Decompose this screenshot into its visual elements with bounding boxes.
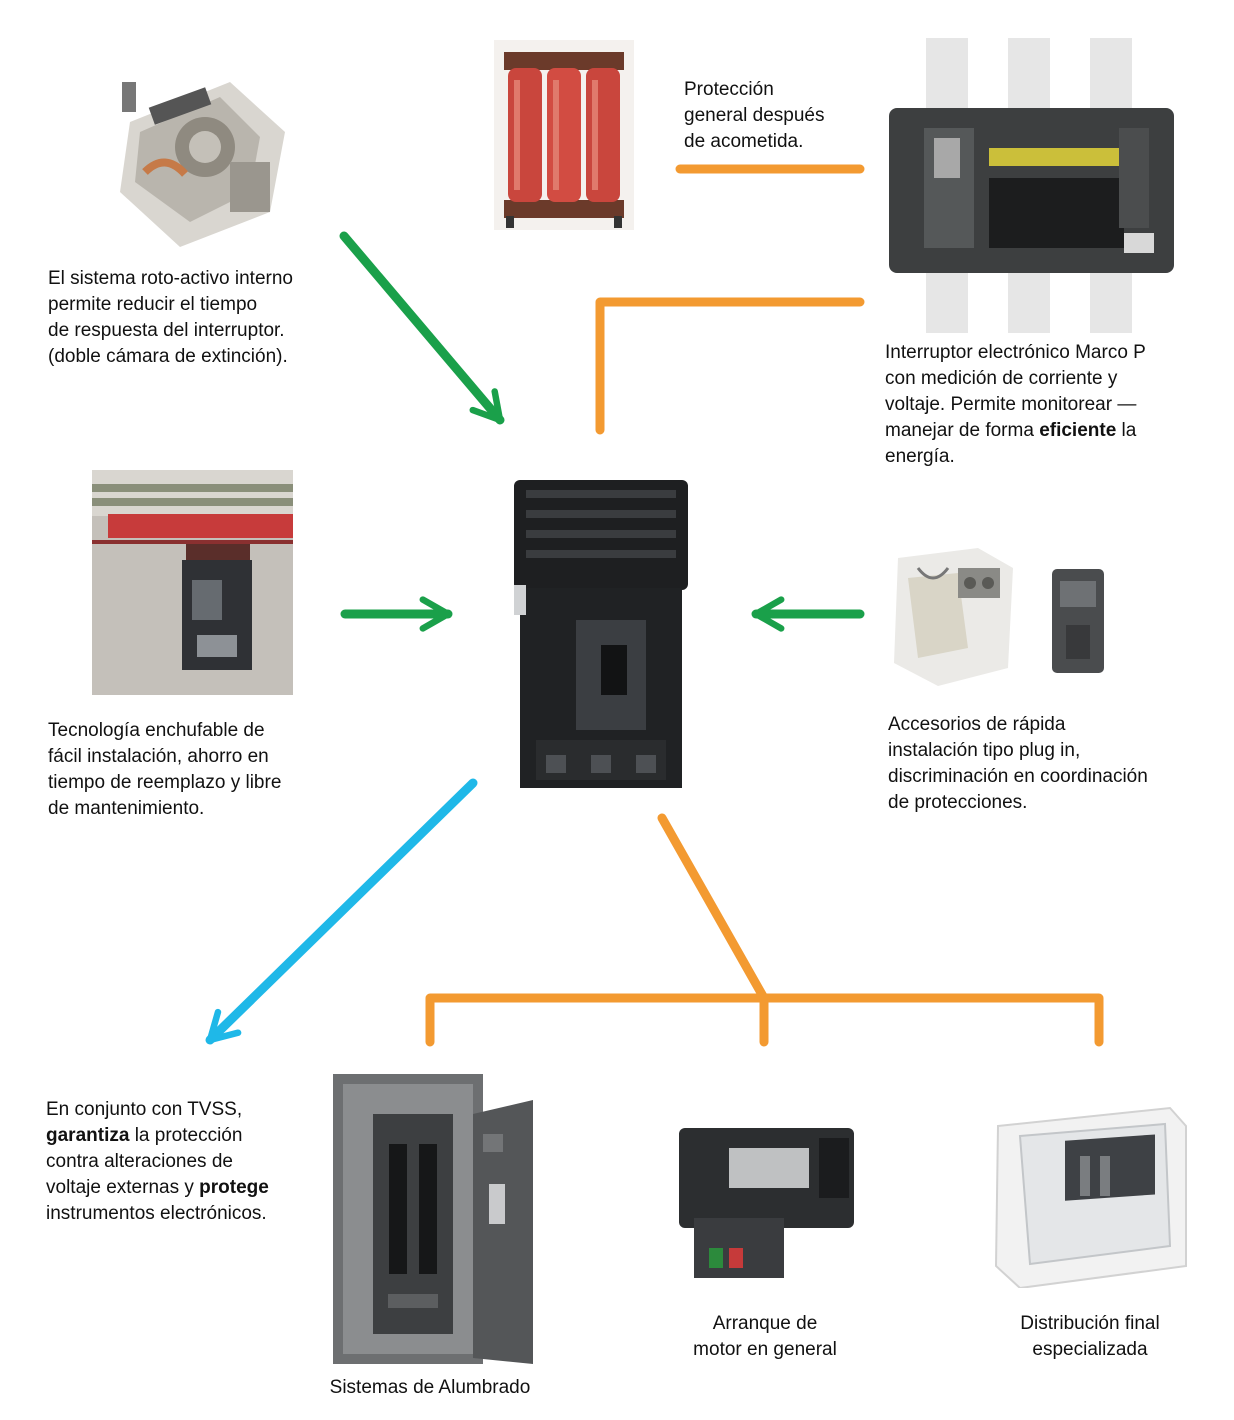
- caption-motor: Arranque de motor en general: [693, 1313, 837, 1360]
- arrow-rotoactive: [339, 231, 505, 425]
- plug-in-breaker-icon: [92, 470, 293, 695]
- motor-starter-icon: [669, 1118, 862, 1286]
- caption-lighting: Sistemas de Alumbrado: [329, 1377, 531, 1398]
- caption-tvss: En conjunto con TVSS, garantiza la prote…: [46, 1099, 269, 1224]
- distribution-enclosure-icon: [990, 1106, 1190, 1288]
- line-marco-p: [595, 297, 865, 435]
- lighting-panelboard-icon: [333, 1074, 533, 1368]
- arrow-tvss: [205, 778, 478, 1045]
- caption-plugin: Tecnología enchufable de fácil instalaci…: [48, 720, 282, 819]
- caption-accessories: Accesorios de rápida instalación tipo pl…: [888, 714, 1148, 813]
- caption-rotoactive: El sistema roto-activo interno permite r…: [48, 268, 293, 367]
- molded-case-breaker-icon: [506, 470, 696, 810]
- accessory-contacts-icon: [888, 548, 1016, 688]
- transformer-icon: [494, 40, 634, 230]
- rotoactive-mechanism-icon: [110, 62, 290, 252]
- power-breaker-marco-p-icon: [884, 38, 1179, 333]
- caption-general-protection: Protección general después de acometida.: [684, 79, 825, 152]
- auxiliary-module-icon: [1046, 565, 1110, 677]
- line-breaker-down: [657, 813, 769, 1003]
- caption-marco-p: Interruptor electrónico Marco P con medi…: [885, 342, 1146, 467]
- caption-distribution: Distribución final especializada: [1020, 1313, 1160, 1360]
